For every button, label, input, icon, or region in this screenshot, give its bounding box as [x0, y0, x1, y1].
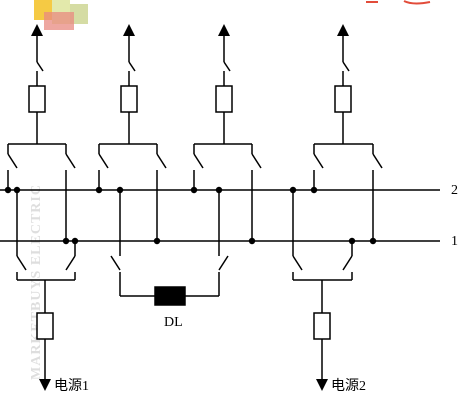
tie-label-dl: DL [164, 315, 183, 330]
junction-dots [4, 186, 377, 245]
bus-label-1: 1 [451, 234, 458, 249]
feeder-1-breaker [28, 85, 46, 113]
source-1-incomer [16, 241, 76, 391]
corner-logo [34, 0, 88, 30]
feeder-4-breaker [334, 85, 352, 113]
feeder-3-breaker [215, 85, 233, 113]
source-1-label: 电源1 [54, 378, 89, 394]
bus-label-2: 2 [451, 183, 458, 198]
watermark-text: MARKETBUYS ELECTRIC [29, 184, 44, 380]
corner-marks [366, 0, 431, 5]
feeder-4 [313, 23, 383, 241]
feeder-2 [98, 23, 167, 241]
bus-tie-circuit [110, 190, 229, 306]
source-2-label: 电源2 [331, 378, 366, 394]
source-1-breaker [36, 312, 54, 340]
feeder-2-breaker [120, 85, 138, 113]
feeder-3 [193, 23, 262, 241]
feeder-1 [7, 23, 76, 241]
source-2-breaker [313, 312, 331, 340]
source-2-incomer [292, 190, 353, 391]
tie-reactor-dl [154, 286, 186, 306]
